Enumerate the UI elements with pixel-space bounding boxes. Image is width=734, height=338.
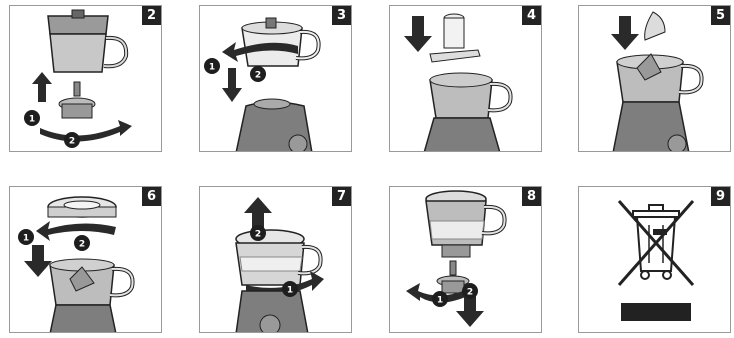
marker-2-label: 2 xyxy=(79,240,85,250)
step-panel-3: 1 2 3 xyxy=(199,5,352,152)
marker-1-label: 1 xyxy=(29,115,35,125)
black-bar xyxy=(621,303,691,321)
step-panel-9: 9 xyxy=(578,186,731,333)
arrow-down-icon xyxy=(24,245,52,277)
arrow-up-icon xyxy=(32,72,52,102)
arrow-down-icon xyxy=(404,16,432,52)
marker-1-label: 1 xyxy=(287,286,293,296)
step-panel-4: 4 xyxy=(389,5,542,152)
step-7-illustration: 2 1 xyxy=(200,187,352,333)
step-6-illustration: 1 2 xyxy=(10,187,162,333)
marker-2-label: 2 xyxy=(467,288,473,298)
crossed-out-bin-icon xyxy=(619,201,693,285)
rotate-arrow-icon xyxy=(40,120,132,142)
step-panel-5: 5 xyxy=(578,5,731,152)
step-5-illustration xyxy=(579,6,731,152)
step-panel-8: 1 2 8 xyxy=(389,186,542,333)
arrow-down-icon xyxy=(222,68,242,102)
marker-2-label: 2 xyxy=(255,230,261,240)
marker-2-label: 2 xyxy=(255,71,261,81)
arrow-down-icon xyxy=(456,295,484,327)
step-8-illustration: 1 2 xyxy=(390,187,542,333)
marker-2-label: 2 xyxy=(69,137,75,147)
step-number: 6 xyxy=(142,187,161,206)
step-number: 4 xyxy=(522,6,541,25)
marker-1-label: 1 xyxy=(23,234,29,244)
step-9-illustration xyxy=(579,187,731,333)
step-number: 3 xyxy=(332,6,351,25)
step-panel-2: 1 2 2 xyxy=(9,5,162,152)
step-2-illustration: 1 2 xyxy=(10,6,162,152)
arrow-down-icon xyxy=(611,16,639,50)
step-number: 9 xyxy=(711,187,730,206)
marker-1-label: 1 xyxy=(209,63,215,73)
step-panel-6: 1 2 6 xyxy=(9,186,162,333)
step-number: 7 xyxy=(332,187,351,206)
marker-1-label: 1 xyxy=(437,296,443,306)
step-number: 2 xyxy=(142,6,161,25)
step-4-illustration xyxy=(390,6,542,152)
step-panel-7: 2 1 7 xyxy=(199,186,352,333)
step-number: 5 xyxy=(711,6,730,25)
step-number: 8 xyxy=(522,187,541,206)
step-3-illustration: 1 2 xyxy=(200,6,352,152)
